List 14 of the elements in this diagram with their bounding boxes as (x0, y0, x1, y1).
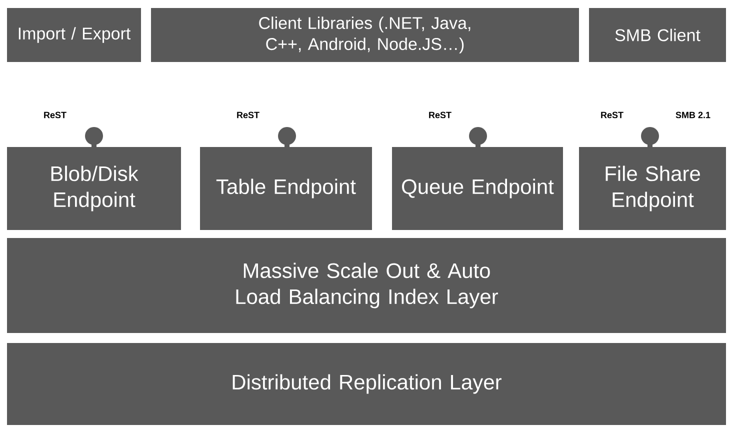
interface-label: ReST (44, 112, 66, 118)
layer-box: Massive Scale Out & Auto Load Balancing Index Layer (7, 238, 726, 333)
layer-box: Blob/Disk Endpoint (7, 147, 181, 230)
layer-box: SMB Client (589, 8, 726, 62)
layer-box: Queue Endpoint (392, 147, 563, 230)
interface-label: ReST (601, 112, 624, 118)
interface-label: SMB 2.1 (676, 112, 710, 118)
layer-box: Table Endpoint (200, 147, 372, 230)
interface-label: ReST (429, 112, 452, 118)
layer-box: File Share Endpoint (579, 147, 726, 230)
interface-label: ReST (237, 112, 260, 118)
layer-box: Import / Export (7, 8, 141, 62)
layer-box: Distributed Replication Layer (7, 343, 726, 425)
layer-box: Client Libraries (.NET, Java, C++, Android, Node.JS…) (151, 8, 579, 62)
